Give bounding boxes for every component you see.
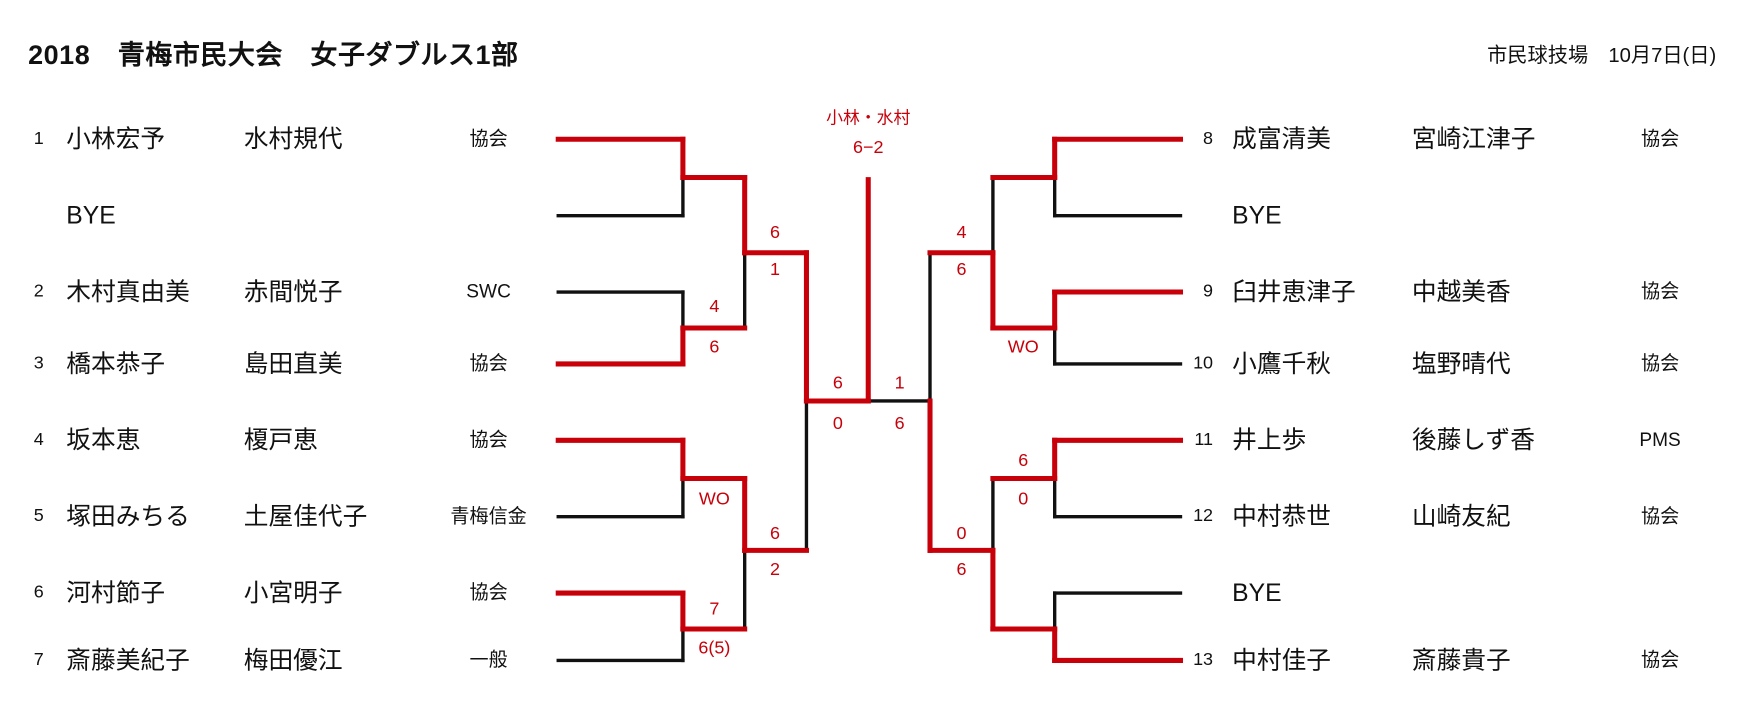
score: 0 bbox=[832, 414, 843, 434]
seed-number: 7 bbox=[33, 650, 44, 670]
score: WO bbox=[698, 489, 730, 509]
seed-number: 8 bbox=[1203, 129, 1214, 149]
score: 6 bbox=[894, 414, 905, 434]
seed-number: 12 bbox=[1193, 506, 1214, 526]
venue-date: 市民球技場 10月7日(日) bbox=[1487, 43, 1717, 67]
club-name: 協会 bbox=[469, 128, 508, 150]
club-name: 協会 bbox=[1640, 352, 1680, 375]
partner-name: 島田直美 bbox=[243, 349, 343, 378]
player-name: BYE bbox=[1232, 578, 1282, 607]
score: 0 bbox=[956, 524, 967, 544]
seed-number: 6 bbox=[33, 582, 44, 603]
score: 2 bbox=[770, 560, 781, 580]
player-name: 河村節子 bbox=[66, 578, 166, 607]
score: 6 bbox=[770, 524, 781, 544]
seed-number: 1 bbox=[33, 129, 44, 149]
champion-score: 6−2 bbox=[852, 138, 884, 158]
score: 6 bbox=[956, 260, 967, 280]
score: 1 bbox=[770, 260, 781, 280]
club-name: 一般 bbox=[469, 649, 508, 671]
club-name: 協会 bbox=[1640, 280, 1680, 303]
score: 0 bbox=[1018, 489, 1029, 509]
club-name: 協会 bbox=[1640, 649, 1680, 671]
player-name: 臼井恵津子 bbox=[1232, 277, 1356, 306]
partner-name: 土屋佳代子 bbox=[243, 502, 368, 531]
partner-name: 榎戸恵 bbox=[243, 425, 318, 454]
partner-name: 山崎友紀 bbox=[1411, 502, 1511, 531]
partner-name: 宮崎江津子 bbox=[1411, 124, 1536, 153]
player-name: 橋本恭子 bbox=[66, 349, 166, 378]
player-name: 木村真由美 bbox=[66, 277, 190, 306]
club-name: 協会 bbox=[469, 581, 508, 604]
player-name: BYE bbox=[66, 201, 116, 230]
score: 4 bbox=[709, 297, 720, 317]
partner-name: 斎藤貴子 bbox=[1411, 645, 1511, 674]
champion-name: 小林・水村 bbox=[826, 108, 911, 129]
club-name: 協会 bbox=[1640, 128, 1680, 150]
seed-number: 13 bbox=[1193, 650, 1214, 670]
player-name: BYE bbox=[1232, 201, 1282, 230]
partner-name: 塩野晴代 bbox=[1411, 349, 1511, 378]
seed-number: 9 bbox=[1203, 281, 1214, 302]
player-name: 成富清美 bbox=[1232, 124, 1332, 153]
score: 7 bbox=[709, 599, 720, 619]
player-name: 中村佳子 bbox=[1232, 645, 1332, 674]
player-name: 井上歩 bbox=[1232, 425, 1307, 454]
player-name: 小鷹千秋 bbox=[1232, 349, 1332, 378]
score: 6(5) bbox=[698, 639, 731, 659]
seed-number: 10 bbox=[1193, 353, 1214, 373]
partner-name: 中越美香 bbox=[1411, 277, 1511, 306]
partner-name: 水村規代 bbox=[243, 124, 343, 153]
club-name: 協会 bbox=[469, 352, 508, 375]
score: 6 bbox=[709, 338, 720, 358]
partner-name: 梅田優江 bbox=[243, 645, 343, 674]
score: 6 bbox=[832, 374, 843, 394]
club-name: 協会 bbox=[469, 429, 508, 451]
club-name: 青梅信金 bbox=[450, 505, 527, 527]
page-title: 2018 青梅市民大会 女子ダブルス1部 bbox=[28, 40, 519, 71]
score: 1 bbox=[894, 374, 905, 394]
seed-number: 2 bbox=[33, 281, 44, 302]
player-name: 中村恭世 bbox=[1232, 502, 1332, 531]
club-name: SWC bbox=[466, 280, 511, 303]
seed-number: 5 bbox=[33, 506, 44, 526]
score: 4 bbox=[956, 223, 967, 243]
partner-name: 赤間悦子 bbox=[243, 277, 343, 306]
player-name: 斎藤美紀子 bbox=[66, 645, 190, 674]
player-name: 小林宏予 bbox=[66, 124, 166, 153]
score: 6 bbox=[956, 560, 967, 580]
club-name: 協会 bbox=[1640, 505, 1680, 527]
seed-number: 3 bbox=[33, 353, 44, 373]
seed-number: 4 bbox=[33, 430, 44, 450]
player-name: 塚田みちる bbox=[66, 502, 190, 531]
club-name: PMS bbox=[1639, 429, 1681, 451]
partner-name: 後藤しず香 bbox=[1411, 425, 1535, 454]
partner-name: 小宮明子 bbox=[243, 578, 343, 607]
score: 6 bbox=[1018, 451, 1029, 471]
seed-number: 11 bbox=[1194, 430, 1214, 450]
score: 6 bbox=[770, 223, 781, 243]
score: WO bbox=[1007, 338, 1039, 358]
player-name: 坂本恵 bbox=[66, 425, 141, 454]
